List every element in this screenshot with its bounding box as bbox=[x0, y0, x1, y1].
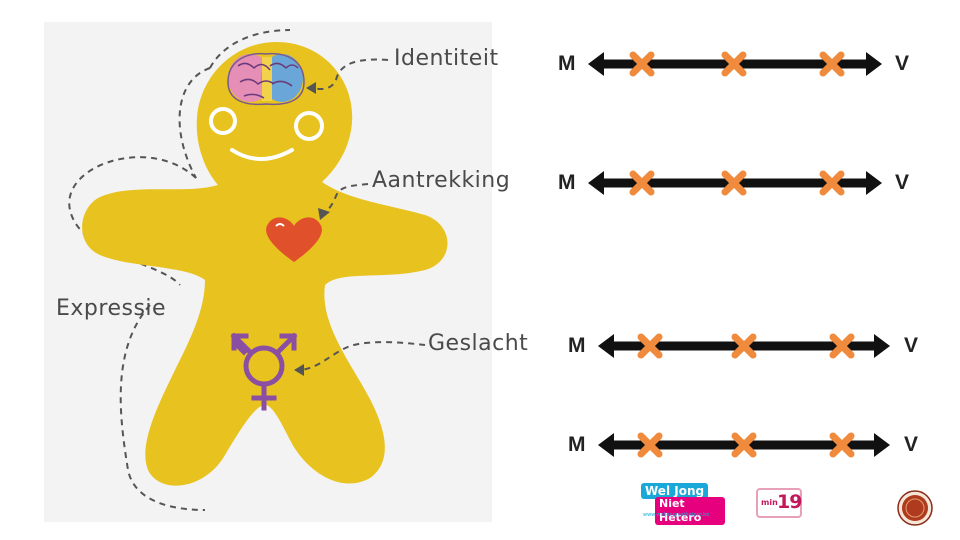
arrow-left-icon bbox=[598, 433, 614, 457]
cross-marker-icon bbox=[637, 333, 663, 359]
arrow-right-icon bbox=[866, 52, 882, 76]
logo-min19-big: 19 bbox=[777, 491, 802, 513]
heart-icon bbox=[266, 217, 322, 262]
arrow-right-icon bbox=[874, 334, 890, 358]
scale-right-label: V bbox=[904, 433, 919, 456]
logo-wjnh-mid: Niet Hetero bbox=[655, 497, 725, 525]
transgender-symbol-icon bbox=[230, 332, 298, 411]
label-expression: Expressie bbox=[56, 296, 167, 321]
logo-wjnh-sub: www.weljongniethetero.be bbox=[643, 512, 710, 518]
min19-logo: min 19 bbox=[756, 488, 802, 518]
cross-marker-icon bbox=[829, 333, 855, 359]
arrow-right-icon bbox=[874, 433, 890, 457]
arrow-right-icon bbox=[866, 171, 882, 195]
cross-marker-icon bbox=[629, 170, 655, 196]
cross-marker-icon bbox=[637, 432, 663, 458]
scale-right-label: V bbox=[895, 171, 910, 194]
right-eye bbox=[294, 111, 324, 141]
scale-3 bbox=[598, 333, 890, 359]
arrow-left-icon bbox=[598, 334, 614, 358]
cross-marker-icon bbox=[829, 432, 855, 458]
scale-1 bbox=[588, 51, 882, 77]
dashed-guide-identity bbox=[178, 67, 211, 179]
scale-left-label: M bbox=[558, 52, 576, 75]
cross-marker-icon bbox=[721, 170, 747, 196]
scale-left-label: M bbox=[558, 171, 576, 194]
logo-min19-small: min bbox=[761, 498, 778, 507]
cross-marker-icon bbox=[731, 333, 757, 359]
logo-wjnh-top: Wel Jong bbox=[641, 483, 709, 499]
label-attraction: Aantrekking bbox=[372, 168, 511, 193]
arrow-left-icon bbox=[588, 171, 604, 195]
dashed-guide-bottom bbox=[119, 304, 206, 511]
dashed-guide-top bbox=[209, 29, 291, 69]
label-identity: Identiteit bbox=[394, 46, 499, 71]
scale-right-label: V bbox=[895, 52, 910, 75]
cross-marker-icon bbox=[629, 51, 655, 77]
scale-left-label: M bbox=[568, 433, 586, 456]
scale-2 bbox=[588, 170, 882, 196]
left-eye bbox=[209, 107, 237, 135]
leader-sex bbox=[299, 341, 426, 371]
gingerbread-body bbox=[82, 42, 448, 486]
leader-identity bbox=[311, 58, 389, 90]
cross-marker-icon bbox=[731, 432, 757, 458]
dashed-guide-left bbox=[68, 156, 197, 286]
leader-attraction bbox=[323, 183, 369, 215]
cross-marker-icon bbox=[819, 170, 845, 196]
smile bbox=[230, 148, 294, 161]
arrow-left-icon bbox=[588, 52, 604, 76]
scale-left-label: M bbox=[568, 334, 586, 357]
cross-marker-icon bbox=[721, 51, 747, 77]
label-sex: Geslacht bbox=[428, 331, 529, 356]
scale-right-label: V bbox=[904, 334, 919, 357]
seal-badge-icon bbox=[897, 490, 933, 526]
cross-marker-icon bbox=[819, 51, 845, 77]
weljongniethetero-logo: Wel Jong Niet Hetero www.weljongniethete… bbox=[641, 483, 725, 525]
brain-icon bbox=[227, 52, 305, 106]
scale-4 bbox=[598, 432, 890, 458]
